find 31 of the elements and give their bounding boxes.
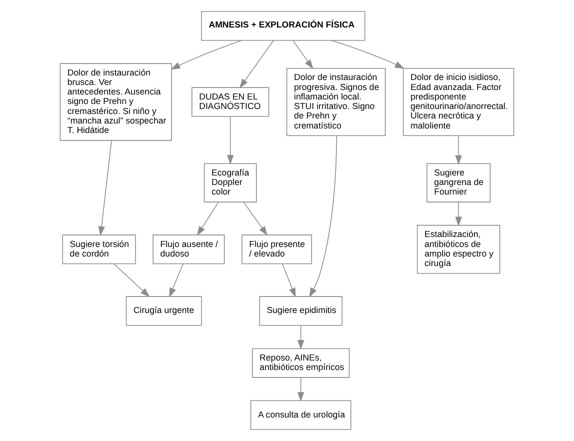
arrow (455, 202, 462, 226)
node-box: Dolor de instauración brusca. Ver antecedentes. Ausencia signo de Prehn y cremastérico. Si niño y “mancha azul” sospechar T. Hidátide (60, 63, 172, 141)
node-box: Cirugía urgente (126, 296, 202, 326)
node-box: Sugiere epidimitis (259, 296, 342, 326)
node-box: DUDAS EN EL DIAGNÓSTICO (192, 87, 270, 117)
arrow (243, 202, 268, 236)
arrow (169, 263, 184, 298)
arrow (196, 202, 219, 236)
node-box: Reposo, AINEs, antibióticos empíricos (252, 348, 350, 378)
node-box: Dolor de inicio isidioso, Edad avanzada. Factor predisponente genitourinario/anorrectal. Úlcera necrótica y maloliente (402, 68, 514, 136)
arrow (113, 263, 150, 298)
arrow (170, 40, 242, 70)
arrow (292, 40, 314, 70)
arrow (297, 377, 304, 402)
arrow (98, 140, 112, 236)
node-box: A consulta de urología (250, 400, 352, 430)
node-box: Flujo ausente / dudoso (152, 234, 225, 264)
node-box: Ecografía Doppler color (204, 163, 257, 202)
node-box: Estabilización, antibióticos de amplio espectro y cirugía (416, 224, 500, 274)
arrow (330, 40, 404, 69)
arrow (239, 40, 274, 88)
node-box: Dolor de instauración progresiva. Signos de inflamación local. STUI irritativo. Signo de Prehn y crematístico (286, 68, 386, 136)
arrow (297, 325, 304, 350)
arrow (455, 135, 462, 165)
node-box: Flujo presente / elevado (242, 234, 312, 264)
node-box: Sugiere gangrena de Fournier (426, 163, 491, 202)
node-box: AMNESIS + EXPLORACIÓN FÍSICA (201, 11, 366, 41)
node-box: Sugiere torsión de cordón (62, 234, 136, 264)
arrow (309, 135, 338, 298)
arrow (282, 263, 296, 298)
arrow (226, 116, 234, 165)
